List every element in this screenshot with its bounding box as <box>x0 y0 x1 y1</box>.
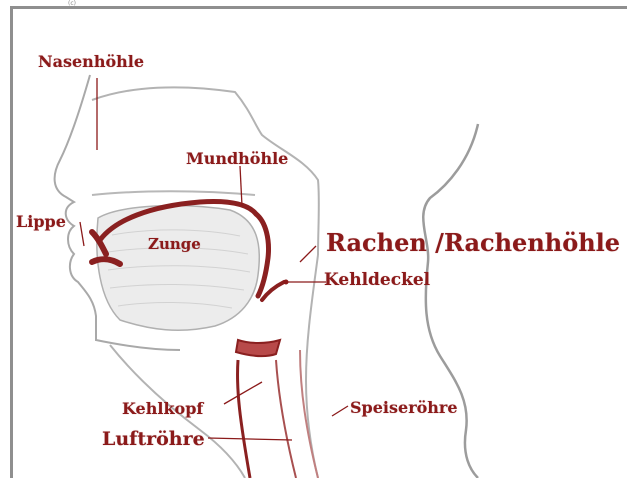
neck-back-outline <box>306 255 318 478</box>
back-contour <box>423 124 478 478</box>
label-nasenhoehle: Nasenhöhle <box>38 52 144 71</box>
label-kehldeckel: Kehldeckel <box>324 270 430 290</box>
epiglottis <box>262 282 284 300</box>
label-kehlkopf: Kehlkopf <box>122 399 203 418</box>
label-mundhoehle: Mundhöhle <box>186 149 288 168</box>
label-rachen: Rachen /Rachenhöhle <box>326 228 620 257</box>
label-speiseroehre: Speiseröhre <box>350 398 458 417</box>
trachea-wall <box>276 360 296 478</box>
larynx <box>236 340 280 356</box>
label-zunge: Zunge <box>148 235 201 253</box>
nasal-floor-outline <box>92 191 255 195</box>
label-lippe: Lippe <box>16 212 66 231</box>
label-luftroehre: Luftröhre <box>102 428 205 450</box>
trachea <box>238 360 251 478</box>
esophagus <box>300 350 318 478</box>
